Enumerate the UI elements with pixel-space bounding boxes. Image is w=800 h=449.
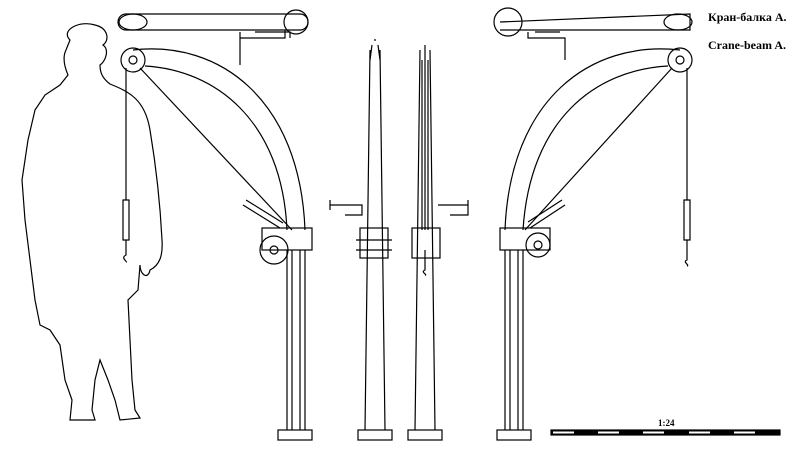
crane-side-view-2	[407, 45, 469, 441]
title-english: Crane-beam A.	[708, 38, 786, 52]
scale-label: 1:24	[658, 418, 675, 428]
human-silhouette	[21, 23, 163, 421]
title-russian: Кран-балка А.	[708, 10, 787, 24]
crane-side-view-1	[329, 39, 393, 441]
scale-bar	[550, 429, 781, 436]
crane-left-view	[117, 9, 313, 441]
crane-right-view	[493, 7, 693, 441]
